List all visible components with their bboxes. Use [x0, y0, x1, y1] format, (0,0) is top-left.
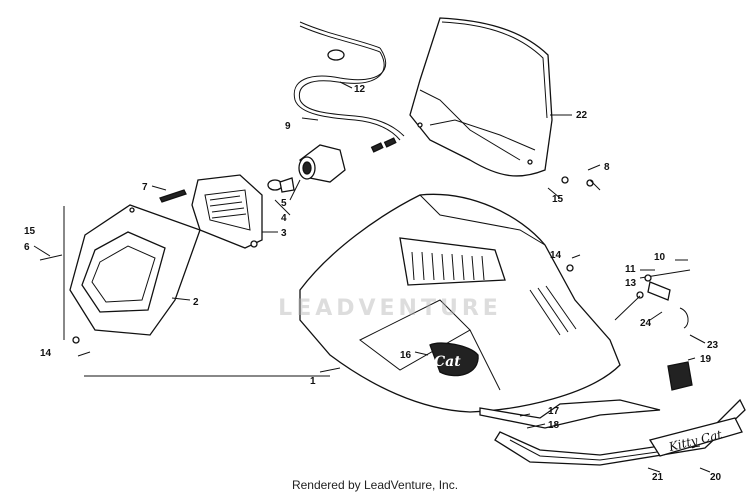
callout-12: 12: [354, 84, 366, 95]
callout-23: 23: [707, 340, 719, 351]
callout-5: 5: [281, 198, 287, 209]
side-stripe-decals: [479, 361, 746, 466]
callout-13: 13: [625, 278, 637, 289]
callout-4: 4: [281, 213, 287, 224]
callout-14b: 14: [550, 250, 562, 261]
callout-18: 18: [548, 420, 560, 431]
callout-17: 17: [548, 406, 560, 417]
hood-decal-text: Cat: [434, 354, 461, 370]
hood: Cat: [299, 193, 621, 413]
small-hardware: [39, 176, 691, 344]
callout-7: 7: [142, 182, 148, 193]
callout-24: 24: [640, 318, 652, 329]
callout-16: 16: [400, 350, 412, 361]
callout-10: 10: [654, 252, 666, 263]
headlight-bezel: [69, 204, 201, 336]
leader-lines: [33, 81, 711, 473]
callout-22: 22: [576, 110, 588, 121]
callout-15a: 15: [24, 226, 36, 237]
callout-6: 6: [24, 242, 30, 253]
callout-8: 8: [604, 162, 610, 173]
callout-9: 9: [285, 121, 291, 132]
callout-1: 1: [310, 376, 316, 387]
bulb-socket: [267, 144, 346, 193]
callout-labels: 1 2 3 4 5 6 7 8 9 10 11 12 13 14 14 15 1…: [24, 84, 722, 483]
callout-21: 21: [652, 472, 664, 483]
wire-harness: [293, 21, 405, 153]
callout-20: 20: [710, 472, 722, 483]
windshield: [409, 17, 553, 177]
callout-19: 19: [700, 354, 712, 365]
watermark-text: LEADVENTURE: [278, 296, 502, 321]
footer-credit: Rendered by LeadVenture, Inc.: [291, 478, 459, 492]
headlight-assembly: [159, 174, 263, 249]
callout-11: 11: [625, 264, 636, 275]
callout-15b: 15: [552, 194, 564, 205]
callout-3: 3: [281, 228, 287, 239]
callout-2: 2: [193, 297, 199, 308]
callout-14a: 14: [40, 348, 52, 359]
